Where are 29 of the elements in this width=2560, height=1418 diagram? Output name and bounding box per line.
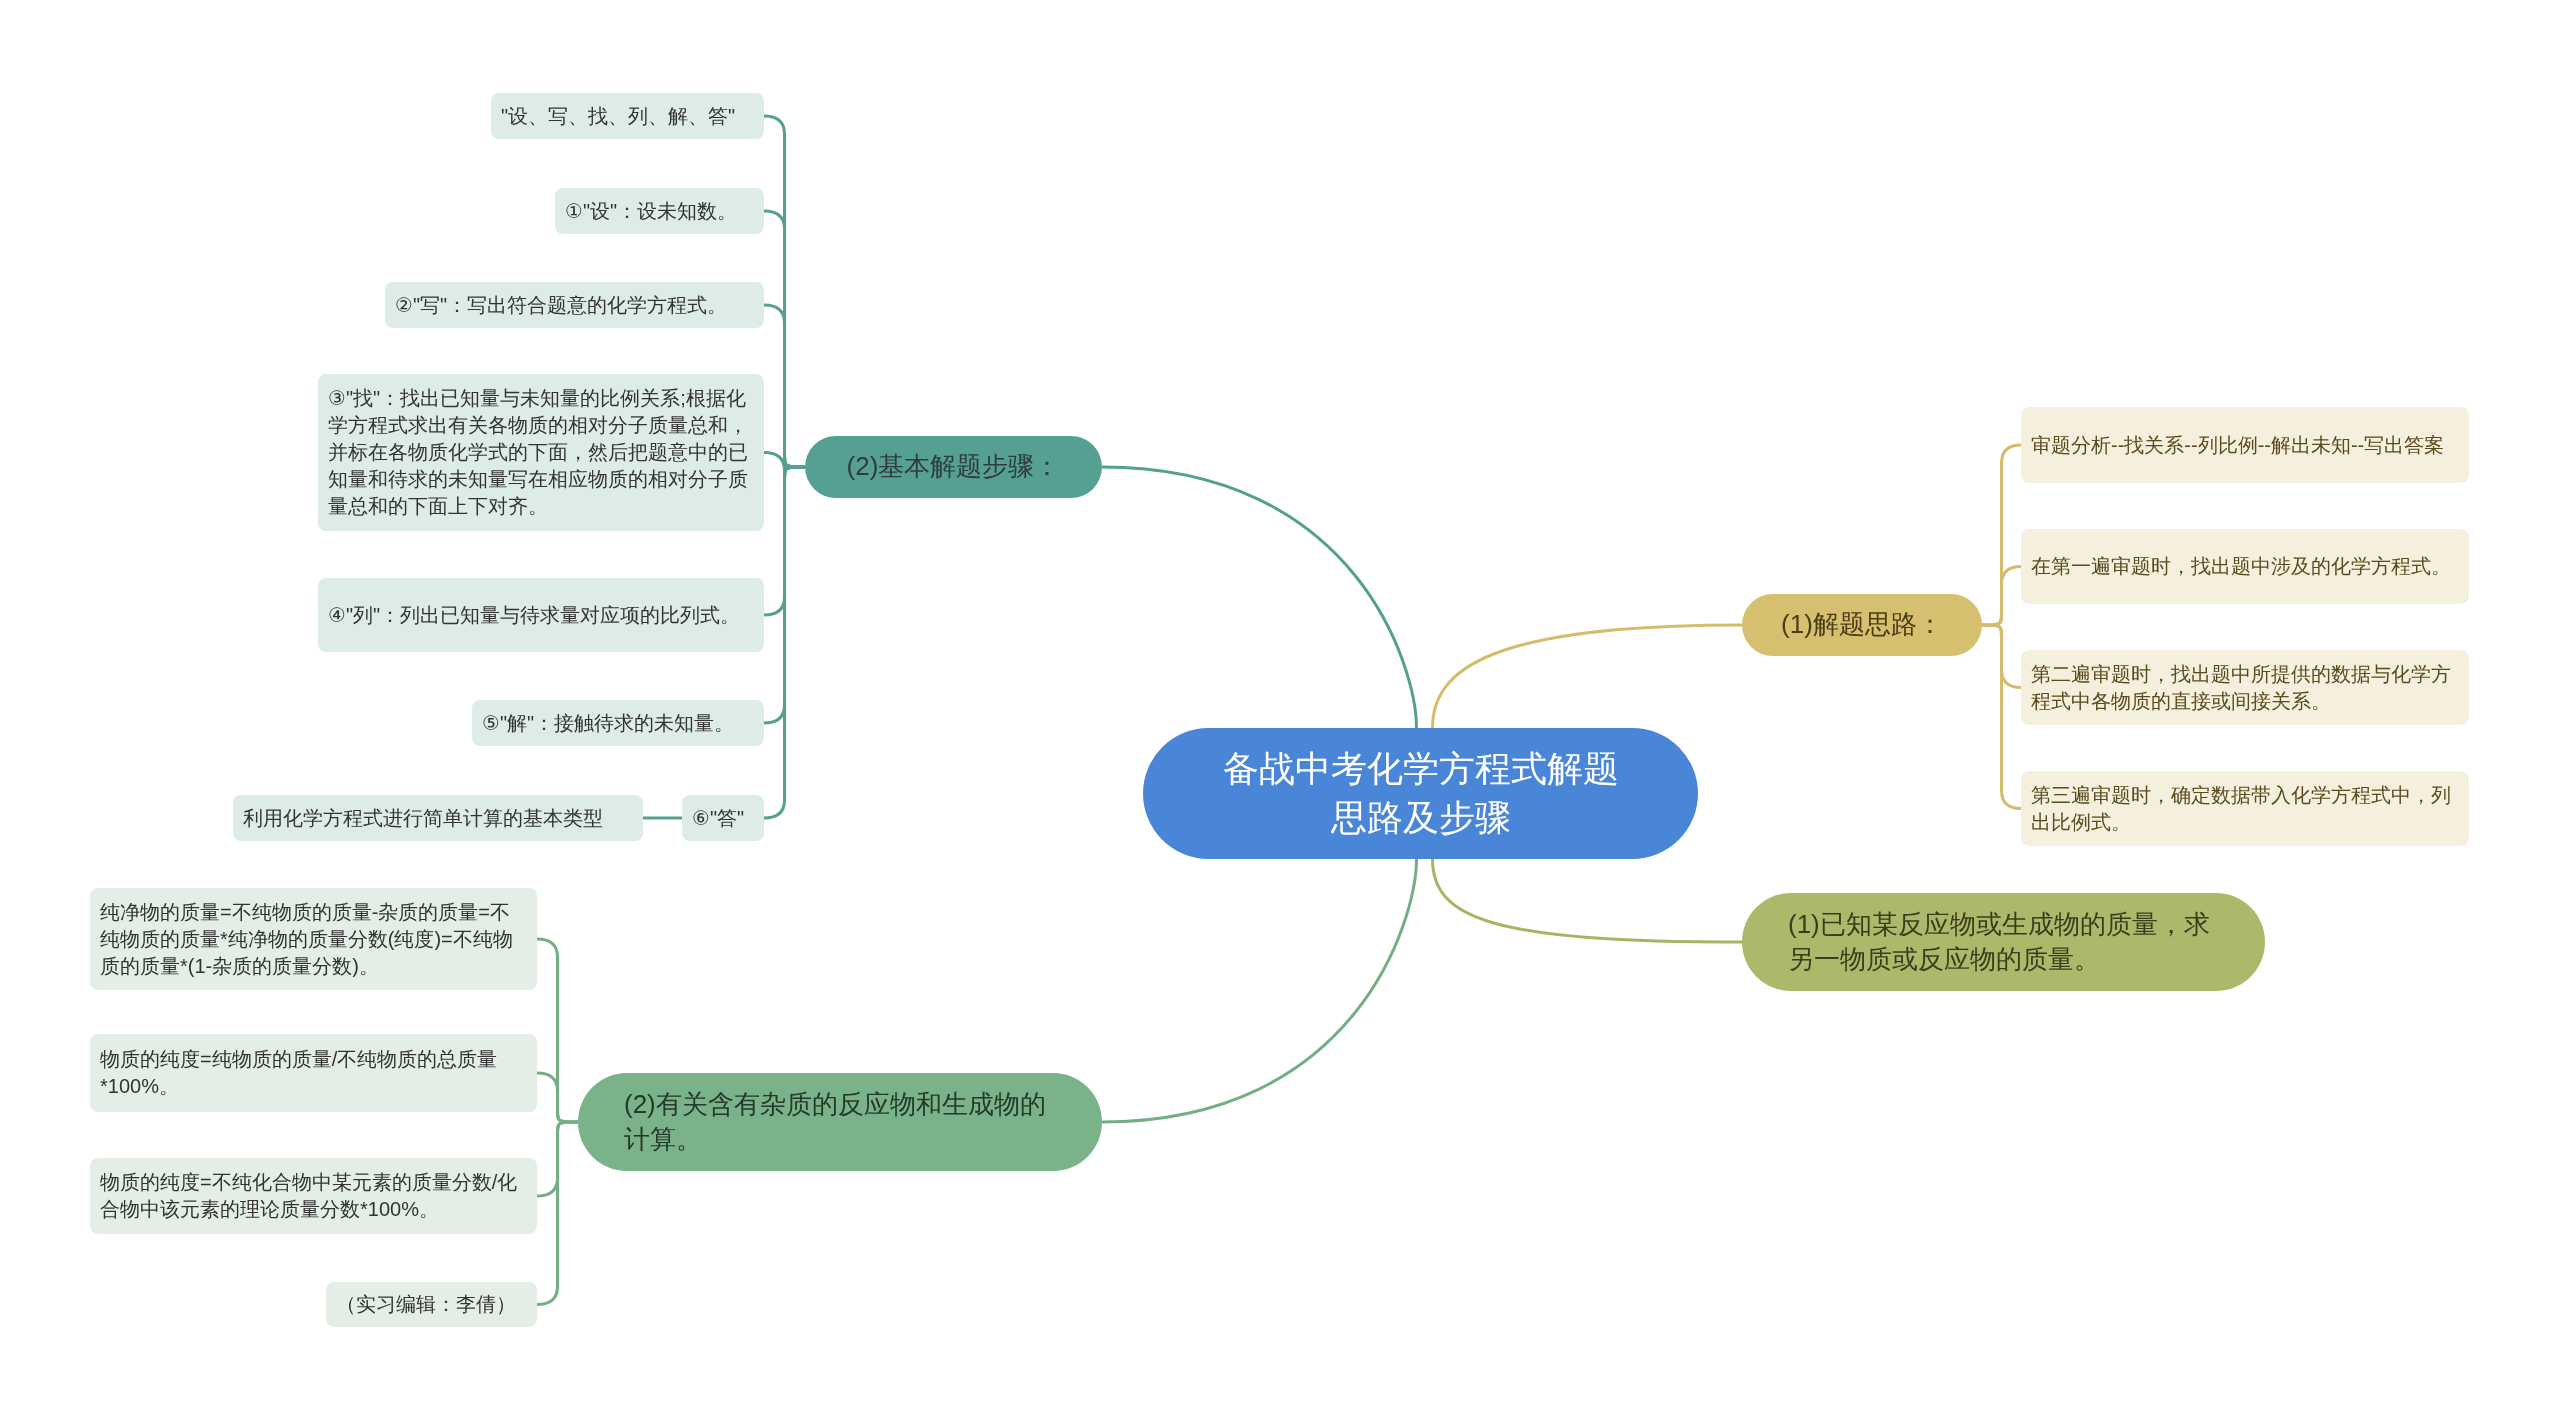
note-box: 在第一遍审题时，找出题中涉及的化学方程式。 — [2021, 529, 2469, 604]
branch-bubble: (2)基本解题步骤： — [805, 436, 1102, 498]
note-box: ①"设"：设未知数。 — [555, 188, 764, 234]
note-box: 第三遍审题时，确定数据带入化学方程式中，列出比例式。 — [2021, 771, 2469, 846]
note-box: 利用化学方程式进行简单计算的基本类型 — [233, 795, 643, 841]
branch-line — [1431, 623, 1743, 729]
note-box: ④"列"：列出已知量与待求量对应项的比列式。 — [318, 578, 764, 652]
branch-bubble: (1)已知某反应物或生成物的质量，求另一物质或反应物的质量。 — [1742, 893, 2265, 991]
branch-line — [643, 816, 682, 820]
note-box: 纯净物的质量=不纯物质的质量-杂质的质量=不纯物质的质量*纯净物的质量分数(纯度)=不纯物质的质量*(1-杂质的质量分数)。 — [90, 888, 537, 990]
note-box: 第二遍审题时，找出题中所提供的数据与化学方程式中各物质的直接或间接关系。 — [2021, 650, 2469, 725]
note-box: 审题分析--找关系--列比例--解出未知--写出答案 — [2021, 407, 2469, 483]
note-box: "设、写、找、列、解、答" — [491, 93, 764, 139]
note-box: ③"找"：找出已知量与未知量的比例关系;根据化学方程式求出有关各物质的相对分子质量总和，并标在各物质化学式的下面，然后把题意中的已知量和待求的未知量写在相应物质的相对分子质量总和的下面上下对齐。 — [318, 374, 764, 531]
branch-line — [1101, 858, 1418, 1124]
note-box: ⑥"答" — [682, 795, 764, 841]
branch-line — [763, 451, 805, 472]
note-box: ⑤"解"：接触待求的未知量。 — [472, 700, 764, 746]
note-box: 物质的纯度=不纯化合物中某元素的质量分数/化合物中该元素的理论质量分数*100%。 — [90, 1158, 537, 1234]
note-box: ②"写"：写出符合题意的化学方程式。 — [385, 282, 764, 328]
note-box: 物质的纯度=纯物质的质量/不纯物质的总质量*100%。 — [90, 1034, 537, 1112]
branch-line — [1431, 858, 1742, 944]
branch-bubble: (1)解题思路： — [1742, 594, 1982, 656]
branch-line — [1101, 465, 1418, 729]
branch-line — [536, 1071, 578, 1124]
topic-bubble: 备战中考化学方程式解题思路及步骤 — [1143, 728, 1698, 859]
branch-bubble: (2)有关含有杂质的反应物和生成物的计算。 — [578, 1073, 1102, 1171]
branch-line — [1982, 565, 2022, 627]
note-box: （实习编辑：李倩） — [326, 1282, 537, 1327]
